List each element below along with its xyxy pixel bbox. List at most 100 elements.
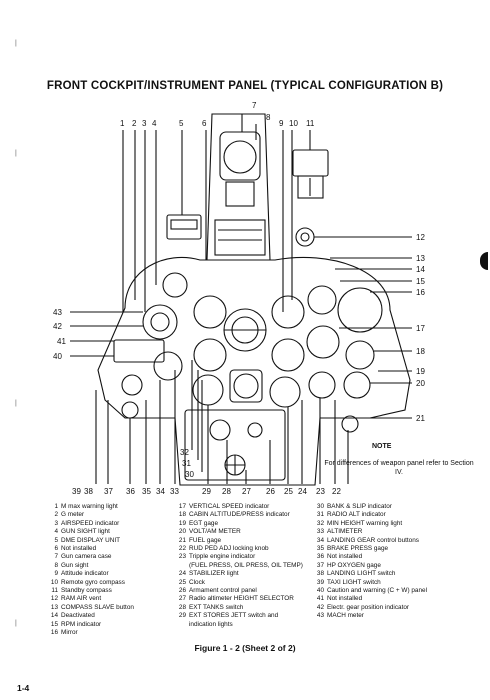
figure-title: FRONT COCKPIT/INSTRUMENT PANEL (TYPICAL … [46,80,444,92]
legend-item-number: 35 [316,545,324,553]
legend-item-number: 2 [54,511,58,519]
legend-item-number: 33 [316,528,324,536]
legend-item-text: Tripple engine indicator [189,553,256,561]
legend-item-text: HP OXYGEN gage [327,561,381,569]
legend-item-text: Remote gyro compass [61,578,125,586]
legend-item-text: BANK & SLIP indicator [327,503,392,510]
legend-item-number: 43 [316,612,324,620]
callout-number: 35 [142,487,151,496]
legend-item-number: 30 [316,503,324,510]
legend-item-number: 15 [50,620,58,628]
callout-number: 34 [156,487,165,496]
legend-item-number: 16 [50,629,58,637]
legend-item-text: LANDING GEAR control buttons [327,536,419,544]
callout-number: 26 [266,487,275,496]
callout-number: 39 [72,487,81,496]
callout-number: 40 [53,352,62,361]
legend-item-number: 23 [178,553,186,561]
note-heading: NOTE [372,443,392,450]
legend-item-text: RUD PED ADJ locking knob [189,545,269,553]
legend-item-number: 36 [316,553,324,561]
callout-number: 8 [266,113,271,122]
legend-item-number: 1 [54,503,58,510]
legend-item: indication lights [170,621,303,629]
legend-item-text: Standby compass [61,587,112,595]
callout-number: 2 [132,119,137,128]
legend-item-number: 42 [316,603,324,611]
callout-number: 15 [416,277,425,286]
section-tab-marker [480,252,488,270]
margin-mark: | [15,150,17,157]
legend-item-text: RADIO ALT indicator [327,511,386,519]
margin-mark: | [15,400,17,407]
legend-item-number: 20 [178,528,186,536]
legend-item-text: CABIN ALTITUDE/PRESS indicator [189,511,290,519]
legend-item-number: 8 [54,561,58,569]
legend-item-number: 14 [50,612,58,620]
callout-number: 7 [252,101,257,110]
legend-item-text: indication lights [189,620,233,628]
legend-item-text: EXT STORES JETT switch and [189,612,279,620]
legend-item-text: Not installed [327,595,363,603]
callout-number: 25 [284,487,293,496]
legend-item-number: 28 [178,603,186,611]
legend-item-text: Deactivated [61,612,95,620]
legend-item-text: G meter [61,511,85,519]
legend-item-number: 37 [316,561,324,569]
legend-item-number: 40 [316,587,324,595]
legend-item-text: MACH meter [327,612,364,620]
callout-number: 16 [416,288,425,297]
legend-item-text: VERTICAL SPEED indicator [189,503,270,510]
legend-item-text: TAXI LIGHT switch [327,578,381,586]
legend-item-text: (FUEL PRESS, OIL PRESS, OIL TEMP) [189,561,303,569]
legend-item-number: 10 [50,578,58,586]
margin-mark: | [15,40,17,47]
legend-item-number: 34 [316,536,324,544]
note-text: For differences of weapon panel refer to… [324,460,474,476]
legend-item-number: 21 [178,536,186,544]
legend-item-text: Clock [189,578,205,586]
callout-number: 6 [202,119,207,128]
callout-number: 41 [57,337,66,346]
legend-item-text: GUN SIGHT light [61,528,110,536]
legend-item-number: 26 [178,587,186,595]
legend-item-number: 31 [316,511,324,519]
callout-number: 19 [416,367,425,376]
callout-number: 33 [170,487,179,496]
legend-item-text: Armament control panel [189,587,257,595]
legend-item-text: DME DISPLAY UNIT [61,536,121,544]
legend-item-number: 7 [54,553,58,561]
callout-number: 13 [416,254,425,263]
legend-item-text: VOLT/AM METER [189,528,241,536]
legend-item-text: Radio altimeter HEIGHT SELECTOR [189,595,294,603]
legend-item-text: M max warning light [61,503,118,510]
legend-item-number: 3 [54,519,58,527]
legend-item-number: 24 [178,570,186,578]
legend-item-text: STABILIZER light [189,570,239,578]
legend-item-number: 32 [316,519,324,527]
callout-number: 18 [416,347,425,356]
legend-item-text: Not installed [327,553,363,561]
